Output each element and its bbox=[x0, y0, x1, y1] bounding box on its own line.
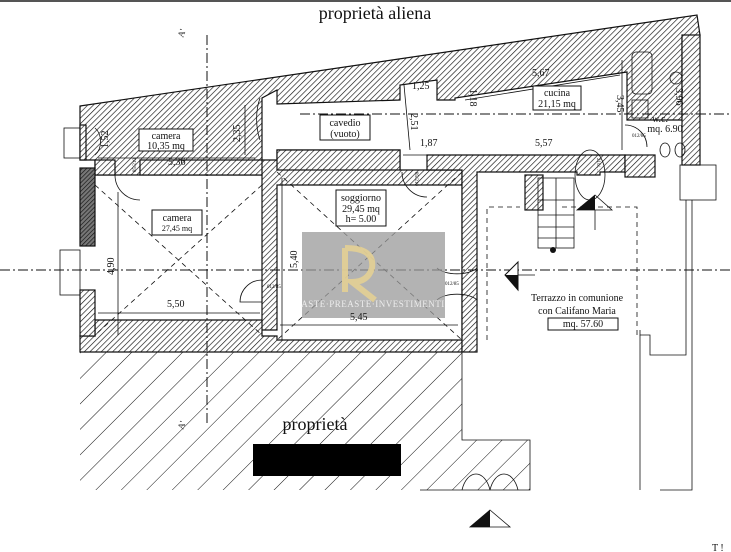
redaction-block bbox=[253, 444, 401, 476]
watermark: ASTE·PREASTE·INVESTIMENTI bbox=[301, 232, 445, 318]
svg-text:012/85: 012/85 bbox=[267, 285, 281, 290]
svg-text:210/…: 210/… bbox=[595, 158, 600, 172]
adjacent-property-hatch bbox=[80, 352, 531, 491]
svg-text:Terrazzo in comunione: Terrazzo in comunione bbox=[531, 293, 624, 304]
room-terrazzo: Terrazzo in comunione con Califano Maria… bbox=[531, 293, 624, 331]
svg-text:soggiorno: soggiorno bbox=[341, 193, 381, 204]
section-mark-top: A' bbox=[175, 27, 187, 38]
room-cucina: cucina 21,15 mq bbox=[532, 85, 582, 111]
svg-text:1,52: 1,52 bbox=[100, 131, 111, 149]
svg-text:012/85: 012/85 bbox=[632, 134, 646, 139]
watermark-text: ASTE·PREASTE·INVESTIMENTI bbox=[301, 299, 445, 309]
doors bbox=[94, 97, 648, 491]
bottom-property-label: proprietà bbox=[283, 414, 348, 434]
walls bbox=[79, 14, 701, 353]
svg-text:2,35: 2,35 bbox=[232, 125, 243, 143]
header-title: proprietà aliena bbox=[319, 3, 431, 23]
dimension-labels: 1,52 5,36 2,35 1,25 2,51 1,87 5,57 5,67 … bbox=[100, 68, 684, 323]
svg-text:cucina: cucina bbox=[544, 88, 571, 99]
svg-text:4,90: 4,90 bbox=[106, 258, 117, 276]
svg-text:(vuoto): (vuoto) bbox=[330, 129, 359, 140]
wc-outdoor-unit bbox=[639, 164, 717, 491]
svg-text:5,45: 5,45 bbox=[350, 312, 368, 323]
svg-text:012/85: 012/85 bbox=[445, 282, 459, 287]
svg-text:1,25: 1,25 bbox=[412, 81, 430, 92]
door-labels: 85/210 85/210 012/85 012/85 012/85 210/… bbox=[133, 134, 646, 290]
svg-text:camera: camera bbox=[163, 213, 192, 224]
svg-text:2,51: 2,51 bbox=[408, 113, 419, 131]
room-wc: w.c. mq. 6.90 bbox=[647, 114, 682, 135]
room-cavedio: cavedio (vuoto) bbox=[319, 114, 371, 141]
svg-text:5,57: 5,57 bbox=[535, 138, 553, 149]
room-camera-small: camera 10,35 mq bbox=[138, 128, 194, 152]
svg-text:mq. 6.90: mq. 6.90 bbox=[647, 124, 682, 135]
room-soggiorno: soggiorno 29,45 mq h= 5.00 bbox=[335, 189, 387, 227]
svg-text:w.c.: w.c. bbox=[652, 114, 668, 125]
dimension-lines bbox=[98, 60, 623, 340]
svg-text:5,67: 5,67 bbox=[532, 68, 550, 79]
svg-text:5,36: 5,36 bbox=[168, 157, 186, 168]
svg-text:21,15 mq: 21,15 mq bbox=[538, 99, 576, 110]
svg-text:h= 5.00: h= 5.00 bbox=[346, 214, 377, 225]
svg-text:5,50: 5,50 bbox=[167, 299, 185, 310]
svg-text:con Califano Maria: con Califano Maria bbox=[538, 306, 616, 317]
svg-text:85/210: 85/210 bbox=[413, 172, 418, 186]
corner-text: T ! bbox=[712, 543, 724, 552]
svg-text:1,87: 1,87 bbox=[420, 138, 438, 149]
svg-text:3,45: 3,45 bbox=[614, 95, 625, 113]
svg-text:cavedio: cavedio bbox=[329, 118, 360, 129]
svg-text:3,96: 3,96 bbox=[673, 88, 684, 106]
staircase bbox=[537, 177, 575, 253]
svg-text:1,18: 1,18 bbox=[467, 89, 478, 107]
svg-text:5,40: 5,40 bbox=[289, 251, 300, 269]
svg-text:10,35 mq: 10,35 mq bbox=[147, 141, 185, 152]
svg-text:camera: camera bbox=[152, 131, 181, 142]
svg-text:85/210: 85/210 bbox=[133, 158, 138, 172]
svg-text:27,45 mq: 27,45 mq bbox=[162, 224, 192, 233]
svg-text:29,45 mq: 29,45 mq bbox=[342, 204, 380, 215]
svg-text:mq. 57.60: mq. 57.60 bbox=[563, 319, 603, 330]
section-mark-bottom: A' bbox=[175, 419, 187, 430]
room-camera-large: camera 27,45 mq bbox=[151, 209, 203, 236]
